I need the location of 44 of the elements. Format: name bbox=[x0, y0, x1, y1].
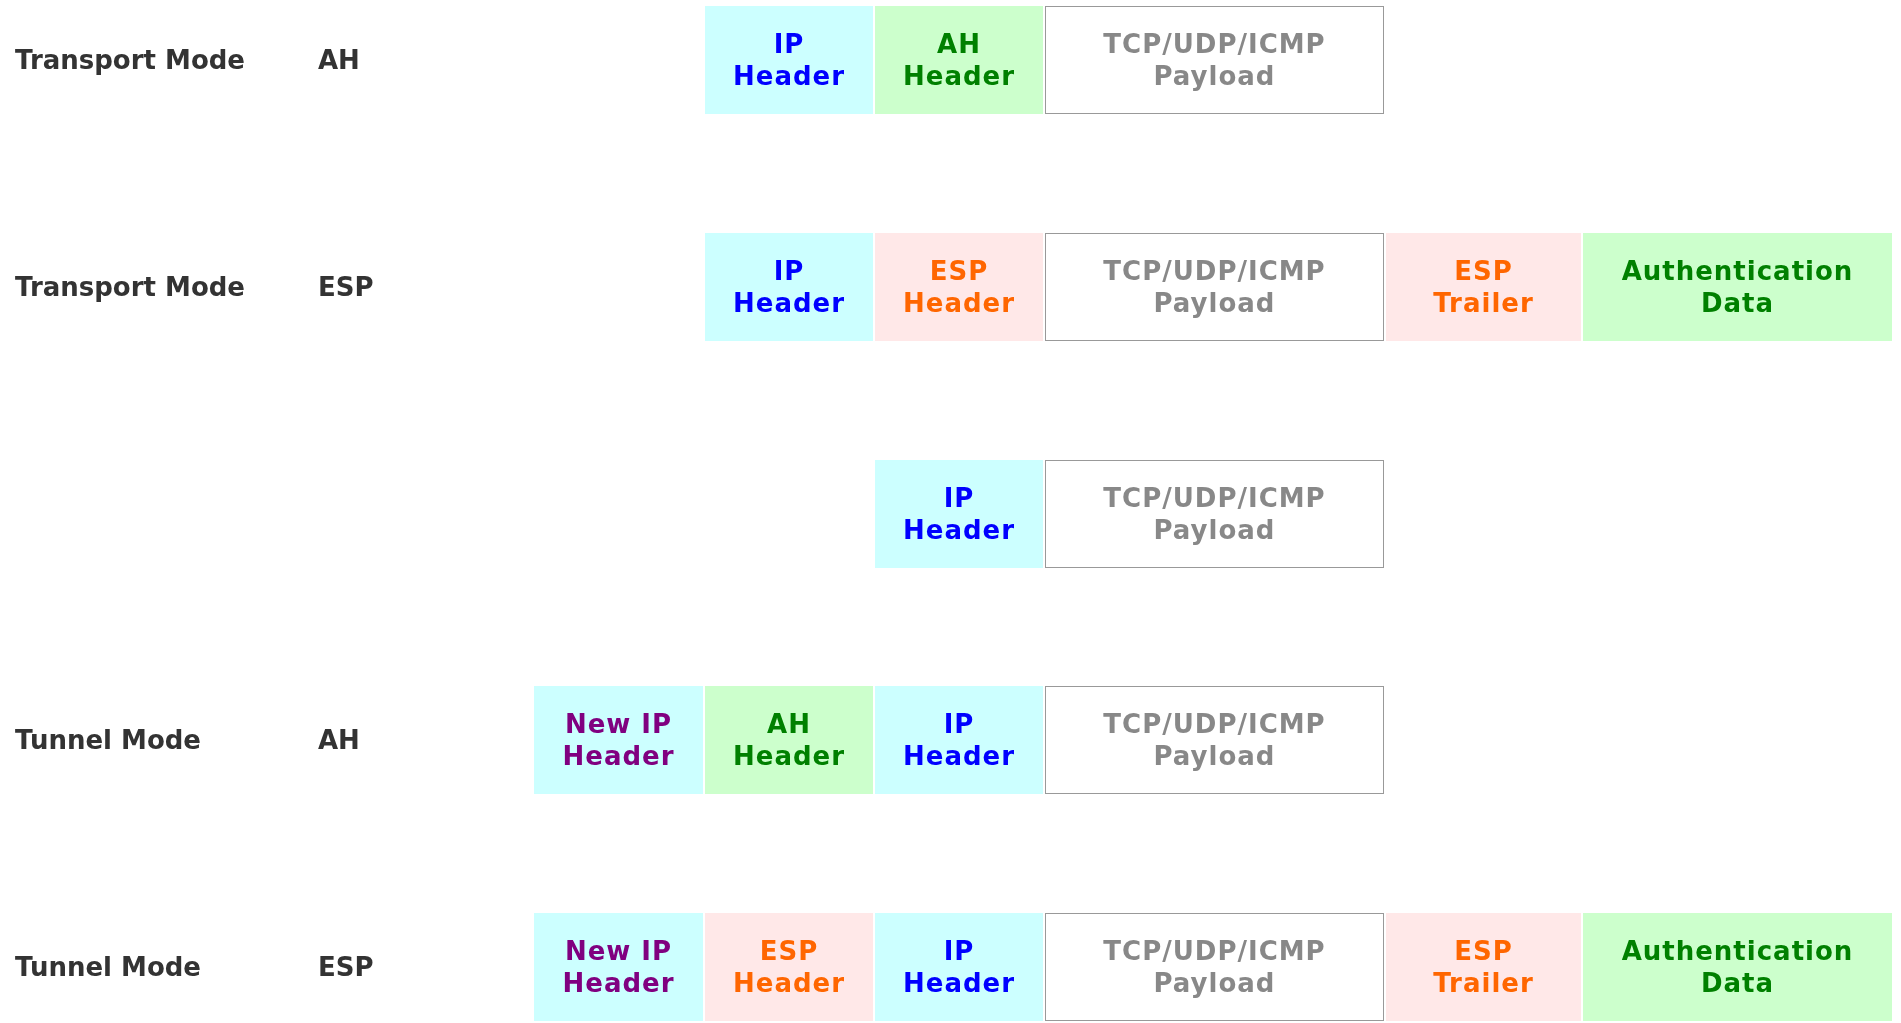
block-label: TCP/UDP/ICMP Payload bbox=[1102, 255, 1327, 319]
block-label: Authentication Data bbox=[1620, 255, 1855, 319]
block-label: AH Header bbox=[902, 28, 1016, 92]
payload-block bbox=[1045, 913, 1384, 1021]
auth-block bbox=[1583, 233, 1892, 341]
protocol-label: AH bbox=[318, 45, 360, 75]
payload-block bbox=[1045, 686, 1384, 794]
block-label: TCP/UDP/ICMP Payload bbox=[1102, 935, 1327, 999]
protocol-label: AH bbox=[318, 725, 360, 755]
mode-label: Transport Mode bbox=[15, 272, 245, 302]
protocol-label: ESP bbox=[318, 272, 374, 302]
block-label: TCP/UDP/ICMP Payload bbox=[1102, 482, 1327, 546]
block-label: New IP Header bbox=[561, 708, 676, 772]
block-label: ESP Trailer bbox=[1432, 255, 1535, 319]
auth-block bbox=[875, 6, 1043, 114]
mode-label: Tunnel Mode bbox=[15, 725, 201, 755]
new-ip-header-block bbox=[534, 913, 703, 1021]
mode-label: Tunnel Mode bbox=[15, 952, 201, 982]
block-label: IP Header bbox=[902, 482, 1016, 546]
ip-header-block bbox=[705, 233, 873, 341]
ip-header-block bbox=[875, 460, 1043, 568]
ip-header-block bbox=[705, 6, 873, 114]
block-label: Authentication Data bbox=[1620, 935, 1855, 999]
auth-block bbox=[1583, 913, 1892, 1021]
block-label: AH Header bbox=[732, 708, 846, 772]
protocol-label: ESP bbox=[318, 952, 374, 982]
payload-block bbox=[1045, 233, 1384, 341]
ip-header-block bbox=[875, 686, 1043, 794]
block-label: IP Header bbox=[732, 28, 846, 92]
block-label: ESP Header bbox=[732, 935, 846, 999]
ip-header-block bbox=[875, 913, 1043, 1021]
block-label: ESP Header bbox=[902, 255, 1016, 319]
block-label: TCP/UDP/ICMP Payload bbox=[1102, 28, 1327, 92]
payload-block bbox=[1045, 6, 1384, 114]
block-label: New IP Header bbox=[561, 935, 676, 999]
block-label: TCP/UDP/ICMP Payload bbox=[1102, 708, 1327, 772]
mode-label: Transport Mode bbox=[15, 45, 245, 75]
payload-block bbox=[1045, 460, 1384, 568]
block-label: IP Header bbox=[902, 935, 1016, 999]
block-label: IP Header bbox=[732, 255, 846, 319]
block-label: ESP Trailer bbox=[1432, 935, 1535, 999]
auth-block bbox=[705, 686, 873, 794]
block-label: IP Header bbox=[902, 708, 1016, 772]
new-ip-header-block bbox=[534, 686, 703, 794]
